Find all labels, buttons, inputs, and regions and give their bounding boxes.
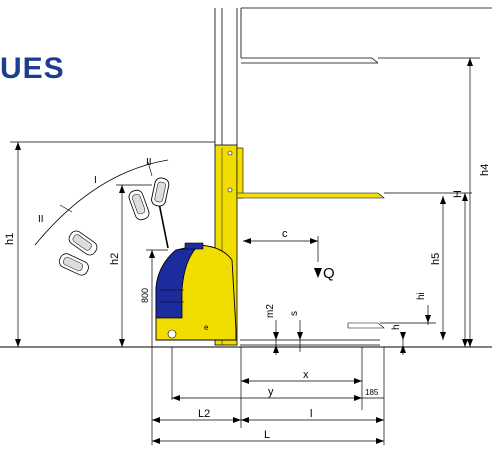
- label-h1: h1: [4, 233, 16, 245]
- page-heading: UES: [0, 52, 65, 85]
- label-800: 800: [140, 288, 150, 303]
- label-l: l: [310, 408, 312, 420]
- label-c: c: [282, 228, 288, 240]
- truck-body: e: [155, 242, 237, 341]
- dimension-arrowheads: [15, 58, 473, 444]
- raised-mast-outline: [214, 7, 492, 145]
- label-m2: m2: [265, 304, 276, 318]
- tiller-position-ghost-lower: [58, 253, 89, 276]
- label-arc-II-left: II: [38, 214, 44, 225]
- label-h2: h2: [109, 253, 121, 265]
- tiller-position-ghost-mid: [68, 230, 98, 256]
- label-x: x: [303, 369, 309, 381]
- label-s: s: [289, 311, 300, 316]
- label-L: L: [264, 429, 270, 441]
- dimension-lines: [10, 57, 480, 445]
- fork-lowered: [240, 322, 385, 346]
- logo-mark: e: [204, 323, 209, 332]
- label-Q: Q: [323, 265, 335, 282]
- label-arc-I: I: [94, 175, 97, 186]
- label-H: H: [452, 190, 464, 198]
- label-y: y: [268, 386, 274, 398]
- label-h5: h5: [430, 253, 442, 265]
- label-185: 185: [365, 388, 379, 397]
- tiller-arm: [151, 177, 170, 249]
- fork-raised-mid: [236, 147, 385, 199]
- tiller-swing-arc: [34, 159, 169, 246]
- label-arc-II-top: II: [146, 157, 152, 168]
- label-L2: L2: [198, 408, 210, 420]
- label-h: h: [391, 324, 402, 330]
- label-hi: hi: [416, 292, 427, 300]
- tiller-position-ghost-upper: [128, 189, 150, 221]
- label-h4: h4: [479, 164, 491, 176]
